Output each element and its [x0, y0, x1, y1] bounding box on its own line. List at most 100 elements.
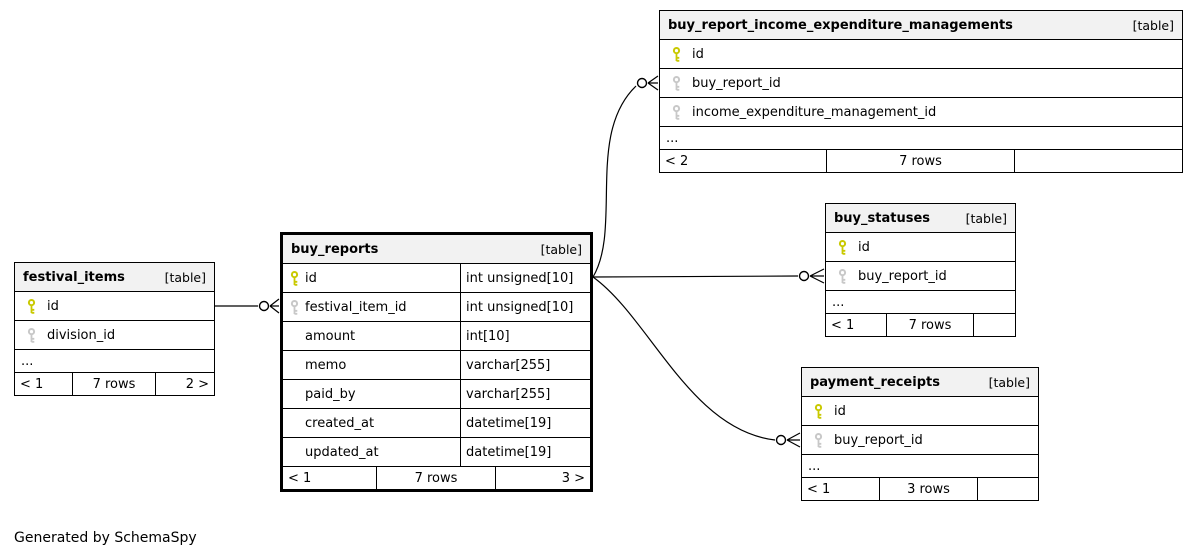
row-count: 7 rows — [376, 467, 495, 489]
connector-buy-reports-to-payment-receipts — [592, 276, 776, 441]
column-name: division_id — [47, 327, 116, 343]
table-footer: < 1 7 rows 3 > — [283, 466, 590, 489]
outgoing-degree — [977, 478, 1038, 500]
column-row: id int unsigned[10] — [283, 263, 590, 292]
outgoing-degree — [973, 314, 1015, 336]
table-header[interactable]: buy_statuses [table] — [826, 204, 1015, 232]
table-name: buy_report_income_expenditure_management… — [668, 17, 1013, 33]
table-buy_reports[interactable]: buy_reports [table] id int unsigned[10] … — [280, 232, 593, 492]
table-tag: [table] — [164, 269, 206, 285]
primary-key-icon — [27, 298, 36, 314]
outgoing-degree — [1014, 150, 1182, 172]
column-type: varchar[255] — [460, 380, 590, 408]
incoming-degree: < 1 — [20, 376, 44, 392]
table-festival_items[interactable]: festival_items [table] id division_id ..… — [14, 262, 215, 396]
table-name: festival_items — [23, 269, 125, 285]
hidden-columns-ellipsis: ... — [660, 126, 1182, 149]
column-name: created_at — [305, 415, 375, 431]
column-row: buy_report_id — [660, 68, 1182, 97]
foreign-key-icon — [672, 75, 681, 91]
column-name: id — [47, 298, 59, 314]
connector-buy-reports-to-buy-statuses — [592, 275, 799, 278]
zero-or-one-dot — [798, 270, 810, 282]
column-type: int[10] — [460, 322, 590, 350]
table-tag: [table] — [1132, 17, 1174, 33]
table-header[interactable]: festival_items [table] — [15, 263, 214, 291]
table-tag: [table] — [988, 374, 1030, 390]
table-name: payment_receipts — [810, 374, 940, 390]
column-row: created_at datetime[19] — [283, 408, 590, 437]
column-name: income_expenditure_management_id — [692, 104, 937, 120]
foreign-key-icon — [672, 104, 681, 120]
column-row: id — [660, 39, 1182, 68]
column-name: amount — [305, 328, 356, 344]
column-row: id — [826, 232, 1015, 261]
primary-key-icon — [290, 270, 299, 286]
table-footer: < 1 7 rows 2 > — [15, 372, 214, 395]
table-tag: [table] — [965, 210, 1007, 226]
column-row: amount int[10] — [283, 321, 590, 350]
primary-key-icon — [672, 46, 681, 62]
outgoing-degree: 3 > — [495, 467, 590, 489]
incoming-degree: < 1 — [831, 317, 855, 333]
column-name: id — [858, 239, 870, 255]
outgoing-degree: 2 > — [155, 373, 214, 395]
column-row: memo varchar[255] — [283, 350, 590, 379]
column-name: paid_by — [305, 386, 356, 402]
primary-key-icon — [814, 403, 823, 419]
column-type: varchar[255] — [460, 351, 590, 379]
foreign-key-icon — [290, 299, 299, 315]
table-footer: < 1 3 rows — [802, 477, 1038, 500]
column-row: income_expenditure_management_id — [660, 97, 1182, 126]
table-footer: < 1 7 rows — [826, 313, 1015, 336]
column-name: buy_report_id — [692, 75, 781, 91]
column-row: id — [15, 291, 214, 320]
column-name: buy_report_id — [858, 268, 947, 284]
row-count: 3 rows — [879, 478, 977, 500]
table-header[interactable]: buy_reports [table] — [283, 235, 590, 263]
column-name: id — [834, 403, 846, 419]
column-name: memo — [305, 357, 347, 373]
column-type: int unsigned[10] — [460, 293, 590, 321]
column-row: updated_at datetime[19] — [283, 437, 590, 466]
hidden-columns-ellipsis: ... — [826, 290, 1015, 313]
column-name: buy_report_id — [834, 432, 923, 448]
connector-buy-reports-to-briem — [592, 85, 637, 278]
crow-foot — [269, 298, 280, 314]
column-row: id — [802, 396, 1038, 425]
generated-by-note: Generated by SchemaSpy — [14, 530, 197, 546]
hidden-columns-ellipsis: ... — [15, 349, 214, 372]
column-row: buy_report_id — [826, 261, 1015, 290]
table-name: buy_reports — [291, 241, 379, 257]
column-name: id — [692, 46, 704, 62]
table-buy_report_income_expenditure_managements[interactable]: buy_report_income_expenditure_management… — [659, 10, 1183, 173]
row-count: 7 rows — [72, 373, 155, 395]
table-header[interactable]: payment_receipts [table] — [802, 368, 1038, 396]
table-name: buy_statuses — [834, 210, 931, 226]
column-type: datetime[19] — [460, 409, 590, 437]
incoming-degree: < 2 — [665, 153, 689, 169]
column-name: id — [305, 270, 317, 286]
column-name: updated_at — [305, 444, 379, 460]
table-payment_receipts[interactable]: payment_receipts [table] id buy_report_i… — [801, 367, 1039, 501]
foreign-key-icon — [814, 432, 823, 448]
primary-key-icon — [838, 239, 847, 255]
zero-or-one-dot — [636, 77, 648, 89]
table-tag: [table] — [540, 241, 582, 257]
foreign-key-icon — [27, 327, 36, 343]
column-name: festival_item_id — [305, 299, 407, 315]
row-count: 7 rows — [886, 314, 973, 336]
row-count: 7 rows — [826, 150, 1014, 172]
column-type: datetime[19] — [460, 438, 590, 466]
crow-foot — [786, 432, 801, 448]
incoming-degree: < 1 — [807, 481, 831, 497]
table-header[interactable]: buy_report_income_expenditure_management… — [660, 11, 1182, 39]
incoming-degree: < 1 — [288, 470, 312, 486]
column-row: paid_by varchar[255] — [283, 379, 590, 408]
column-type: int unsigned[10] — [460, 264, 590, 292]
crow-foot — [647, 75, 659, 91]
crow-foot — [809, 268, 825, 284]
table-buy_statuses[interactable]: buy_statuses [table] id buy_report_id ..… — [825, 203, 1016, 337]
table-footer: < 2 7 rows — [660, 149, 1182, 172]
